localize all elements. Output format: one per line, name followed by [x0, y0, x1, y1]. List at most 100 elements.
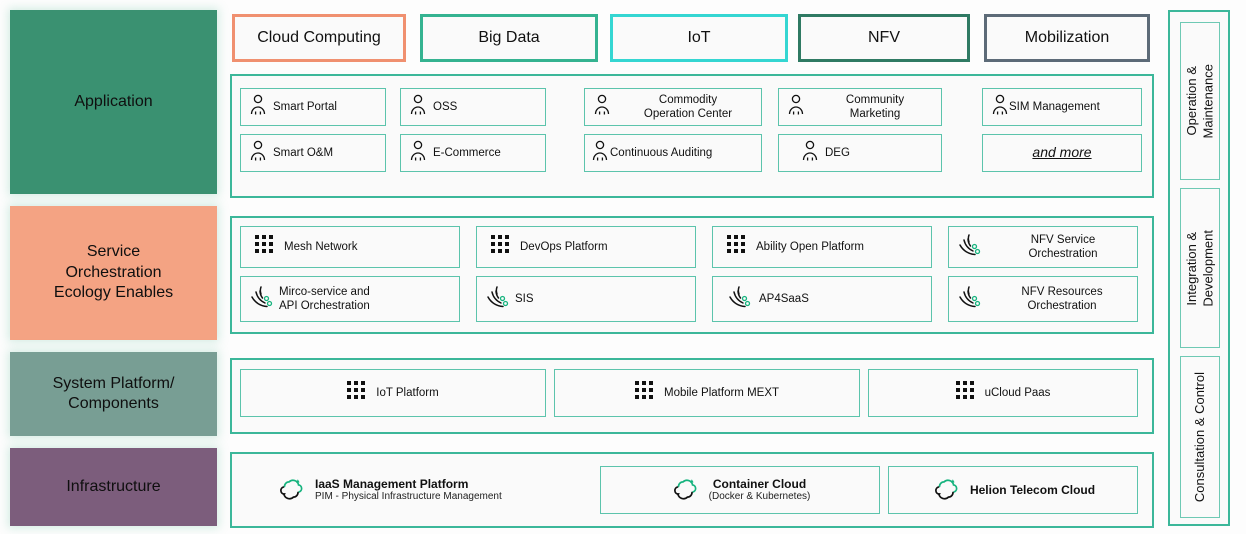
inf-item-label: Helion Telecom Cloud: [969, 482, 1096, 497]
layer-label-infrastructure-text: Infrastructure: [66, 477, 161, 495]
app-item-continuous-auditing[interactable]: Continuous Auditing: [584, 134, 762, 172]
inf-item-container-cloud[interactable]: Container Cloud (Docker & Kubernetes): [600, 466, 880, 514]
domain-tab-label: NFV: [868, 29, 900, 46]
and-more-label: and more: [1032, 144, 1092, 161]
domain-tab-label: IoT: [687, 29, 711, 46]
person-icon: [409, 140, 427, 167]
app-item-deg[interactable]: DEG: [778, 134, 942, 172]
layer-label-system-platform-text: System Platform/Components: [52, 374, 175, 412]
system-platform-panel: IoT Platform Mobile Platform MEXT uCloud…: [230, 358, 1154, 434]
svc-item-devops-platform[interactable]: DevOps Platform: [476, 226, 696, 268]
app-item-and-more[interactable]: and more: [982, 134, 1142, 172]
grid-dots-icon: [634, 381, 654, 405]
app-item-label: SIM Management: [1009, 100, 1100, 113]
cloud-cycle-icon: [276, 475, 306, 506]
person-icon: [787, 94, 805, 121]
grid-dots-icon: [347, 381, 366, 405]
swirl-icon: [957, 285, 983, 314]
domain-tab-nfv[interactable]: NFV: [798, 14, 970, 62]
svc-item-label: SIS: [515, 292, 534, 305]
inf-item-sublabel: PIM - Physical Infrastructure Management: [315, 491, 502, 503]
app-item-smart-om[interactable]: Smart O&M: [240, 134, 386, 172]
svc-item-label: AP4SaaS: [759, 292, 809, 305]
person-icon: [991, 94, 1009, 121]
domain-tab-mobilization[interactable]: Mobilization: [984, 14, 1150, 62]
infrastructure-panel: IaaS Management Platform PIM - Physical …: [230, 452, 1154, 528]
domain-tab-big-data[interactable]: Big Data: [420, 14, 598, 62]
cloud-cycle-icon: [670, 475, 700, 506]
layer-label-application-text: Application: [74, 92, 153, 110]
person-icon: [249, 140, 267, 167]
person-icon: [249, 94, 267, 121]
svc-item-ap4saas[interactable]: AP4SaaS: [712, 276, 932, 322]
rail-item-integration-development[interactable]: Integration &Development: [1180, 188, 1220, 348]
domain-tab-label: Mobilization: [1024, 29, 1110, 46]
rail-item-label: Operation &Maintenance: [1183, 63, 1215, 139]
grid-dots-icon: [255, 235, 274, 259]
sys-item-iot-platform[interactable]: IoT Platform: [240, 369, 546, 417]
app-item-sim-management[interactable]: SIM Management: [982, 88, 1142, 126]
rail-item-operation-maintenance[interactable]: Operation &Maintenance: [1180, 22, 1220, 180]
right-rail: Operation &Maintenance Integration &Deve…: [1168, 10, 1230, 526]
swirl-icon: [957, 233, 983, 262]
svc-item-sis[interactable]: SIS: [476, 276, 696, 322]
layer-label-infrastructure: Infrastructure: [10, 448, 217, 526]
app-item-label: OSS: [433, 100, 458, 113]
grid-dots-icon: [955, 381, 975, 405]
app-item-oss[interactable]: OSS: [400, 88, 546, 126]
domain-tab-iot[interactable]: IoT: [610, 14, 788, 62]
app-item-smart-portal[interactable]: Smart Portal: [240, 88, 386, 126]
service-orchestration-panel: Mesh Network DevOps Platform Ability Ope…: [230, 216, 1154, 334]
rail-item-label: Integration &Development: [1183, 229, 1215, 307]
person-icon: [801, 140, 819, 167]
svc-item-mesh-network[interactable]: Mesh Network: [240, 226, 460, 268]
sys-item-mobile-platform-mext[interactable]: Mobile Platform MEXT: [554, 369, 860, 417]
sys-item-label: Mobile Platform MEXT: [663, 386, 780, 399]
app-item-label: Smart Portal: [273, 100, 337, 113]
domain-tab-label: Cloud Computing: [257, 29, 381, 46]
app-item-e-commerce[interactable]: E-Commerce: [400, 134, 546, 172]
inf-item-label: IaaS Management Platform: [315, 476, 469, 491]
svc-item-label: Mesh Network: [284, 240, 358, 253]
svc-item-ability-open-platform[interactable]: Ability Open Platform: [712, 226, 932, 268]
swirl-icon: [249, 285, 275, 314]
sys-item-label: IoT Platform: [376, 386, 439, 399]
inf-item-helion-telecom-cloud[interactable]: Helion Telecom Cloud: [888, 466, 1138, 514]
domain-tab-label: Big Data: [478, 29, 540, 46]
layer-label-system-platform: System Platform/Components: [10, 352, 217, 436]
sys-item-label: uCloud Paas: [984, 386, 1051, 399]
swirl-icon: [485, 285, 511, 314]
grid-dots-icon: [727, 235, 746, 259]
svc-item-label: DevOps Platform: [520, 240, 608, 253]
sys-item-ucloud-paas[interactable]: uCloud Paas: [868, 369, 1138, 417]
svc-item-label: Ability Open Platform: [756, 240, 865, 253]
inf-item-label: Container Cloud: [712, 476, 807, 491]
rail-item-consultation-control[interactable]: Consultation & Control: [1180, 356, 1220, 518]
domain-tab-cloud-computing[interactable]: Cloud Computing: [232, 14, 406, 62]
person-icon: [409, 94, 427, 121]
app-item-label: DEG: [825, 146, 850, 159]
swirl-icon: [727, 285, 753, 314]
app-item-label: Smart O&M: [273, 146, 334, 159]
app-item-label: Continuous Auditing: [610, 146, 713, 159]
rail-item-label: Consultation & Control: [1191, 371, 1207, 503]
layer-label-application: Application: [10, 10, 217, 194]
person-icon: [593, 94, 611, 121]
inf-item-iaas-management-platform[interactable]: IaaS Management Platform PIM - Physical …: [276, 466, 606, 514]
cloud-cycle-icon: [931, 475, 961, 506]
inf-item-sublabel: (Docker & Kubernetes): [708, 491, 811, 503]
